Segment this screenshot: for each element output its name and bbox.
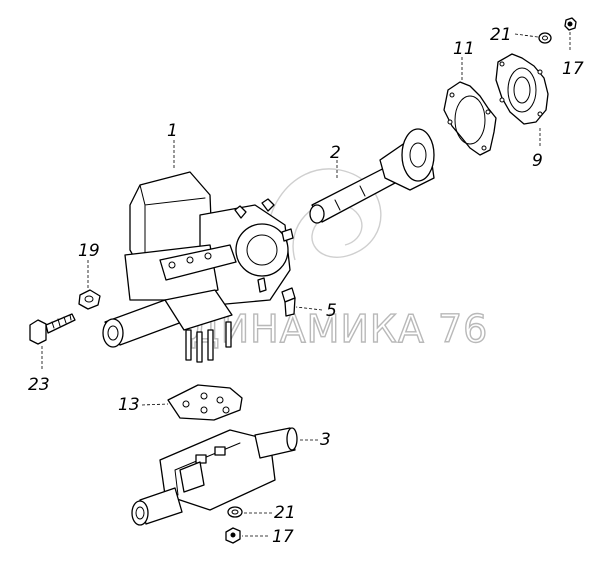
part-3-valve bbox=[131, 427, 298, 526]
callout-9: 9 bbox=[532, 151, 543, 171]
part-5-plug bbox=[281, 287, 296, 317]
part-13-gasket bbox=[167, 384, 243, 421]
callout-21-bottom: 21 bbox=[274, 503, 296, 523]
part-1-housing bbox=[102, 171, 294, 363]
callout-1: 1 bbox=[167, 121, 178, 141]
part-9-cover bbox=[495, 53, 549, 125]
callout-11: 11 bbox=[453, 39, 475, 59]
part-17-bottom-nut bbox=[225, 527, 241, 544]
callout-5: 5 bbox=[326, 301, 337, 321]
callout-13: 13 bbox=[118, 395, 140, 415]
callout-2: 2 bbox=[330, 143, 341, 163]
watermark: ДИНАМИКА 76 bbox=[189, 168, 488, 352]
callouts: 1 2 3 5 9 11 13 17 17 19 21 21 23 bbox=[28, 25, 584, 547]
leader-lines bbox=[41, 32, 571, 537]
part-21-top-washer bbox=[538, 32, 552, 44]
callout-17-bottom: 17 bbox=[272, 527, 294, 547]
watermark-text: ДИНАМИКА 76 bbox=[190, 307, 488, 351]
watermark-swirl bbox=[266, 168, 382, 271]
callout-21-top: 21 bbox=[490, 25, 512, 45]
part-19-nut bbox=[78, 289, 101, 310]
part-21-bottom-washer bbox=[227, 506, 243, 518]
part-23-bolt bbox=[29, 313, 76, 345]
callout-19: 19 bbox=[78, 241, 100, 261]
part-11-gasket bbox=[443, 81, 497, 156]
callout-3: 3 bbox=[320, 430, 331, 450]
part-17-top-nut bbox=[564, 17, 577, 31]
part-2-shaft bbox=[309, 128, 435, 224]
callout-17-top: 17 bbox=[562, 59, 584, 79]
callout-23: 23 bbox=[28, 375, 50, 395]
